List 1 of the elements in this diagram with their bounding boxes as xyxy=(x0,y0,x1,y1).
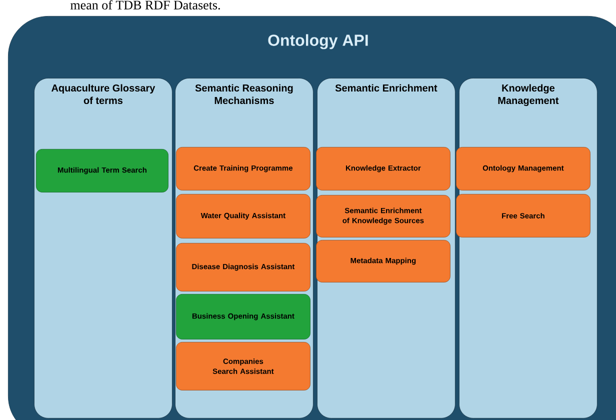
caption-text: mean of TDB RDF Datasets. xyxy=(70,0,220,10)
